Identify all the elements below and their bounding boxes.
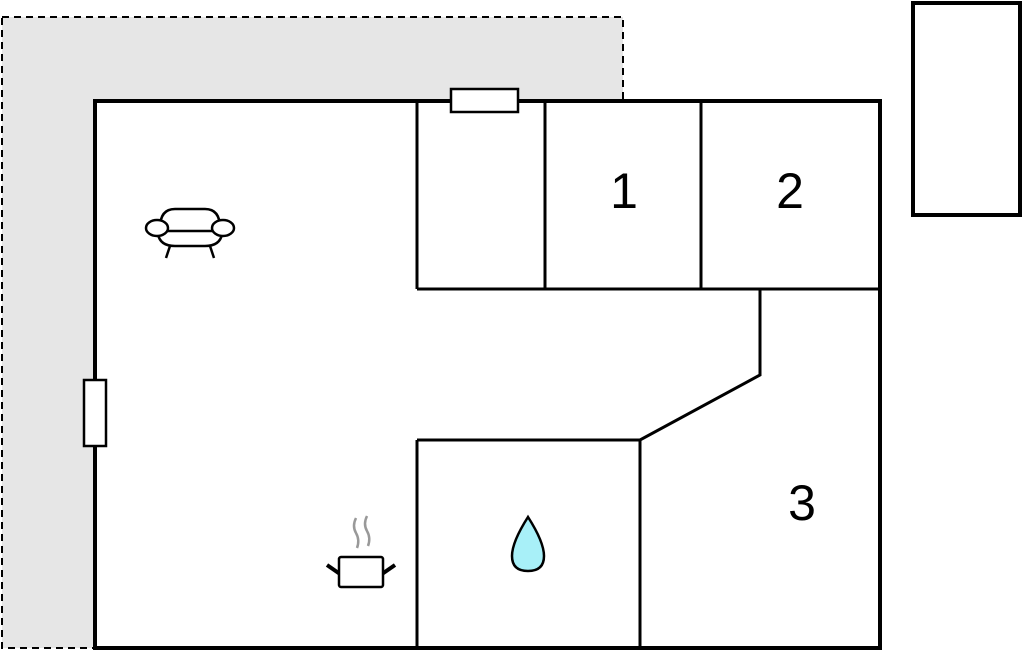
sofa-icon: [144, 207, 236, 259]
terrace-area: [1, 16, 624, 649]
window-icon: [82, 378, 108, 448]
outer-wall: [93, 99, 882, 650]
water-drop-icon: [510, 514, 546, 573]
room-2-label: 2: [776, 163, 804, 219]
room-1-label: 1: [610, 163, 638, 219]
cooking-pot-icon: [325, 515, 397, 589]
outbuilding: [911, 1, 1022, 217]
window-icon: [449, 87, 520, 114]
room-3-label: 3: [788, 475, 816, 531]
interior-walls: [415, 101, 880, 648]
